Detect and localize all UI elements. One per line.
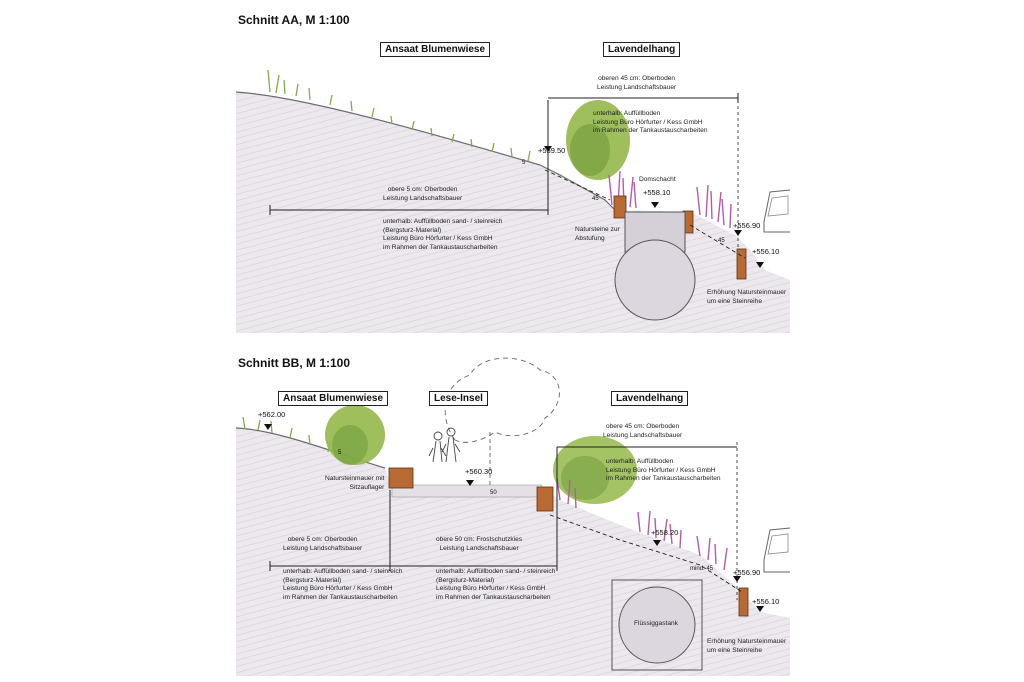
bb-note-fill-right: unterhalb: Auffüllboden Leistung Büro Hö… (606, 458, 721, 483)
aa-zone-lavendelhang: Lavendelhang (603, 42, 681, 57)
bb-note-wall: Erhöhung Natursteinmauer um eine Steinre… (707, 638, 787, 654)
bb-dim-45: mind. 45 (690, 566, 714, 572)
aa-elev-wall-top: +556.90 (733, 221, 761, 230)
aa-elev-domschacht: +558.10 (643, 188, 671, 197)
bb-note-fill-left: unterhalb: Auffüllboden sand- / steinrei… (283, 568, 403, 601)
section-bb-title: Schnitt BB, M 1:100 (238, 356, 351, 370)
section-aa-title: Schnitt AA, M 1:100 (238, 13, 350, 27)
aa-stone-wall (736, 248, 747, 280)
bb-vehicle (763, 527, 791, 573)
bb-stone-right (536, 486, 554, 512)
bb-zone-lese-insel: Lese-Insel (429, 391, 488, 406)
bb-elev-top: +562.00 (258, 410, 286, 419)
section-aa-drawing (235, 69, 791, 333)
aa-note-topsoil-right: oberen 45 cm: Oberboden Leistung Landsch… (597, 75, 677, 91)
bb-zone-lavendelhang: Lavendelhang (611, 391, 689, 406)
bb-elev-island: +560.30 (465, 467, 493, 476)
section-bb-drawing (235, 357, 791, 676)
bb-elev-slope: +558.20 (651, 528, 679, 537)
aa-dim-45-b: 45 (718, 238, 725, 244)
aa-dim-5: 5 (522, 160, 526, 166)
bb-tree-outline (444, 357, 560, 443)
bb-elev-wall-base: +556.10 (752, 597, 780, 606)
aa-note-topsoil-left: obere 5 cm: Oberboden Leistung Landschaf… (383, 186, 463, 202)
bb-lavender (556, 477, 728, 571)
bb-tank-box (611, 579, 703, 671)
aa-note-stones: Natursteine zur Abstufung (575, 226, 620, 242)
aa-elev-wall-base: +556.10 (752, 247, 780, 256)
aa-domschacht-label: Domschacht (639, 176, 676, 183)
bb-dim-50: 50 (490, 490, 497, 496)
aa-note-fill-right: unterhalb: Auffüllboden Leistung Büro Hö… (593, 110, 708, 135)
aa-note-fill-left: unterhalb: Auffüllboden sand- / steinrei… (383, 218, 503, 251)
bb-note-topsoil-left: obere 5 cm: Oberboden Leistung Landschaf… (283, 536, 363, 552)
bb-frost-layer (391, 484, 543, 498)
bb-stone-wall (738, 587, 749, 617)
aa-elev-slope: +559.50 (538, 146, 566, 155)
aa-vehicle (763, 189, 791, 233)
bb-tank-label: Flüssiggastank (634, 620, 678, 627)
bb-note-fill-mid: unterhalb: Auffüllboden sand- / steinrei… (436, 568, 556, 601)
aa-dim-45-a: 45 (592, 196, 599, 202)
aa-grass (267, 69, 531, 162)
aa-zone-blumenwiese: Ansaat Blumenwiese (380, 42, 491, 57)
bb-note-topsoil-right: obere 45 cm: Oberboden Leistung Landscha… (603, 423, 683, 439)
bb-elev-wall-top: +556.90 (733, 568, 761, 577)
bb-dim-5: 5 (338, 450, 342, 456)
bb-zone-blumenwiese: Ansaat Blumenwiese (278, 391, 389, 406)
bb-grass (242, 416, 331, 453)
bb-people-figures (428, 427, 461, 463)
bb-stone-bench (388, 467, 414, 489)
aa-stone-left (613, 195, 627, 219)
bb-tank (618, 586, 696, 664)
aa-tank (614, 239, 696, 321)
aa-lavender (608, 170, 732, 229)
bb-note-frost: obere 50 cm: Frostschutzkies Leistung La… (436, 536, 523, 552)
bb-note-wall-seat: Natursteinmauer mit Sitzauflager (325, 475, 385, 491)
aa-note-wall: Erhöhung Natursteinmauer um eine Steinre… (707, 289, 787, 305)
